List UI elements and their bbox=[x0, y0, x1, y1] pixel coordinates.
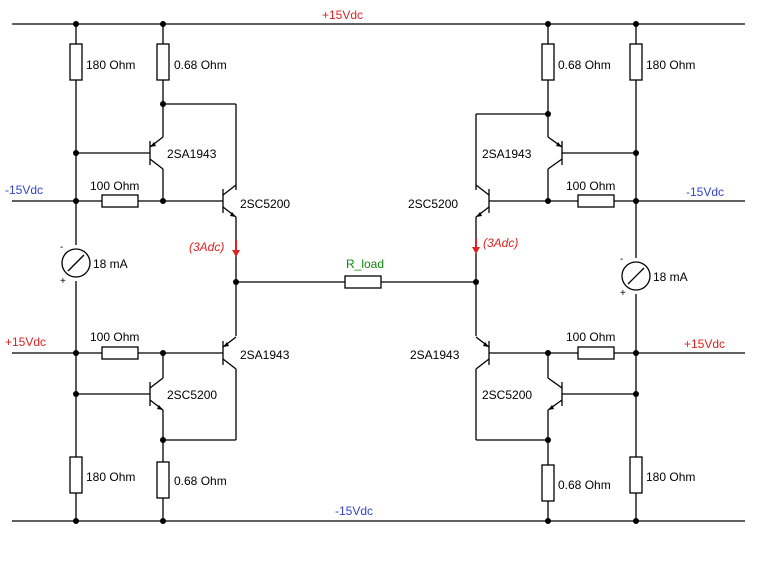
right-current-arrow bbox=[472, 247, 480, 254]
left-q4-label: 2SC5200 bbox=[167, 388, 217, 402]
right-q3-label: 2SA1943 bbox=[410, 348, 460, 362]
left-neg-rail-label: -15Vdc bbox=[5, 183, 43, 197]
left-q4-arrow bbox=[157, 405, 163, 410]
left-r068-top-label: 0.68 Ohm bbox=[174, 58, 227, 72]
right-r180-bottom-label: 180 Ohm bbox=[646, 470, 695, 484]
left-current-label: (3Adc) bbox=[189, 240, 224, 254]
right-r068-bottom-label: 0.68 Ohm bbox=[558, 478, 611, 492]
left-r180-top-label: 180 Ohm bbox=[86, 58, 135, 72]
left-q1-arrow bbox=[150, 142, 156, 147]
left-q2-arrow bbox=[230, 212, 236, 217]
left-source-plus: + bbox=[60, 276, 66, 287]
left-resistor-100-top bbox=[101, 194, 139, 208]
bottom-rail-label: -15Vdc bbox=[335, 504, 373, 518]
right-resistor-180-top bbox=[629, 43, 643, 81]
left-pos-rail-label: +15Vdc bbox=[5, 335, 46, 349]
left-current-arrow bbox=[232, 250, 240, 257]
left-r100-top-label: 100 Ohm bbox=[90, 179, 139, 193]
right-r100-bottom-label: 100 Ohm bbox=[566, 330, 615, 344]
left-q3-label: 2SA1943 bbox=[240, 348, 290, 362]
left-q2-label: 2SC5200 bbox=[240, 197, 290, 211]
right-current-label: (3Adc) bbox=[483, 236, 518, 250]
left-resistor-100-bottom bbox=[101, 346, 139, 360]
load: R_load bbox=[236, 257, 476, 289]
left-q3-arrow bbox=[223, 342, 229, 347]
load-resistor bbox=[344, 275, 382, 289]
left-source-minus: - bbox=[60, 242, 63, 253]
right-half: 0.68 Ohm 180 Ohm 2SA1943 2SC5200 100 Ohm… bbox=[408, 21, 745, 524]
right-q1-label: 2SA1943 bbox=[482, 147, 532, 161]
left-half: 180 Ohm 0.68 Ohm 2SA1943 -15Vdc 100 Ohm … bbox=[5, 21, 290, 524]
left-source-label: 18 mA bbox=[93, 257, 128, 271]
right-source-plus: + bbox=[620, 288, 626, 299]
right-q4-arrow bbox=[548, 405, 554, 410]
right-pos-rail-label: +15Vdc bbox=[684, 337, 725, 351]
right-neg-rail-label: -15Vdc bbox=[686, 185, 724, 199]
right-r100-top-label: 100 Ohm bbox=[566, 179, 615, 193]
right-r180-top-label: 180 Ohm bbox=[646, 58, 695, 72]
load-label: R_load bbox=[346, 257, 384, 271]
right-resistor-068-bottom bbox=[541, 464, 555, 502]
left-r180-bottom-label: 180 Ohm bbox=[86, 470, 135, 484]
right-source-minus: - bbox=[620, 254, 623, 265]
right-resistor-100-bottom bbox=[577, 346, 615, 360]
right-q2-label: 2SC5200 bbox=[408, 197, 458, 211]
right-q4-label: 2SC5200 bbox=[482, 388, 532, 402]
left-q1-label: 2SA1943 bbox=[167, 147, 217, 161]
right-q1-arrow bbox=[556, 142, 562, 147]
right-source-label: 18 mA bbox=[653, 270, 688, 284]
left-resistor-180-bottom bbox=[69, 456, 83, 494]
left-resistor-068-bottom bbox=[156, 461, 170, 499]
right-resistor-100-top bbox=[577, 194, 615, 208]
right-q2-arrow bbox=[476, 212, 482, 217]
right-r068-top-label: 0.68 Ohm bbox=[558, 58, 611, 72]
left-resistor-180-top bbox=[69, 43, 83, 81]
right-resistor-180-bottom bbox=[629, 456, 643, 494]
top-rail-label: +15Vdc bbox=[322, 8, 363, 22]
right-resistor-068-top bbox=[541, 43, 555, 81]
left-r100-bottom-label: 100 Ohm bbox=[90, 330, 139, 344]
left-r068-bottom-label: 0.68 Ohm bbox=[174, 474, 227, 488]
right-q3-arrow bbox=[483, 342, 489, 347]
left-resistor-068-top bbox=[156, 43, 170, 81]
